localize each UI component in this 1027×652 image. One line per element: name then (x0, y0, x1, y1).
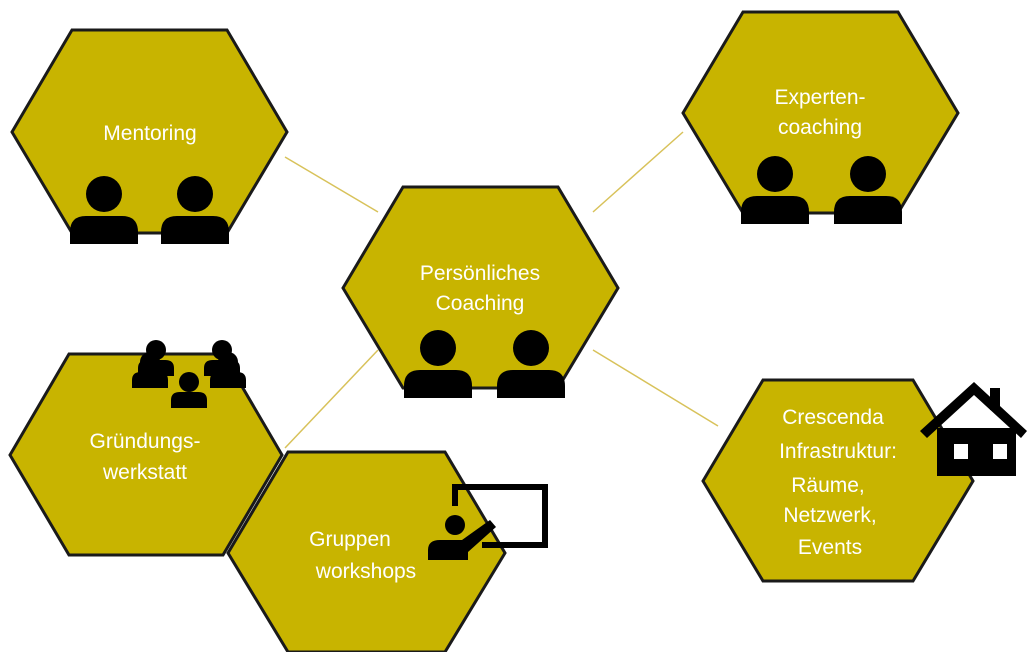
node-crescenda: Crescenda Infrastruktur: Räume, Netzwerk… (701, 378, 1027, 583)
gruppen-label-line1: Gruppen (309, 528, 391, 551)
persoenliches-label-line1: Persönliches (420, 262, 540, 285)
hexagon-persoenliches (341, 185, 620, 390)
hexagon-experten (681, 10, 960, 215)
crescenda-label-line3: Räume, (791, 474, 865, 497)
node-mentoring: Mentoring (10, 28, 289, 244)
crescenda-label-line1: Crescenda (782, 406, 884, 429)
node-gruppen: Gruppen workshops (226, 450, 548, 652)
node-gruendung: Gründungs- werkstatt (8, 340, 284, 557)
gruppen-label-line2: workshops (315, 560, 416, 583)
hexagon-crescenda (701, 378, 975, 583)
crescenda-label-line4: Netzwerk, (783, 504, 876, 527)
connectors (284, 131, 719, 449)
persoenliches-label-line2: Coaching (436, 292, 525, 315)
presenter-board-icon (428, 484, 548, 560)
node-persoenliches: Persönliches Coaching (341, 185, 620, 398)
mentoring-label: Mentoring (103, 122, 196, 145)
gruendung-label-line1: Gründungs- (90, 430, 201, 453)
experten-label-line2: coaching (778, 116, 862, 139)
connector-mentoring (284, 156, 379, 213)
connector-experten (592, 131, 684, 213)
crescenda-label-line5: Events (798, 536, 862, 559)
connector-crescenda (592, 349, 719, 427)
hexagon-gruendung (8, 352, 284, 557)
hexagon-gruppen (226, 450, 507, 652)
gruendung-label-line2: werkstatt (102, 461, 187, 484)
connector-gruendung (284, 349, 379, 449)
experten-label-line1: Experten- (774, 86, 865, 109)
node-experten: Experten- coaching (681, 10, 960, 224)
house-icon (920, 382, 1027, 476)
crescenda-label-line2: Infrastruktur: (779, 440, 897, 463)
